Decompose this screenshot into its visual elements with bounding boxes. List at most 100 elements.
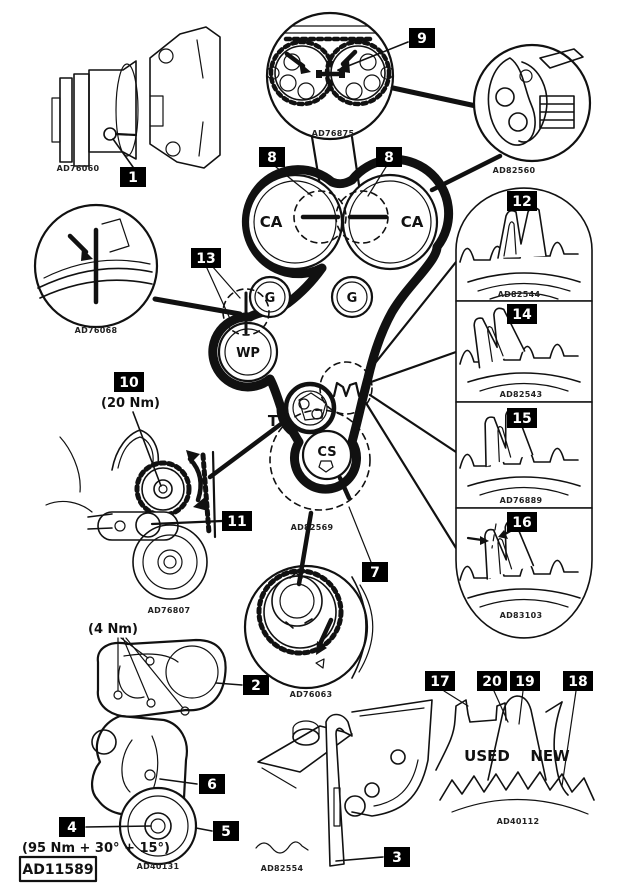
- callout-3: 3: [384, 847, 410, 867]
- locking-tool-inset: AD82560: [429, 43, 592, 193]
- belt-segment: [200, 452, 212, 536]
- torque-cover: (4 Nm): [88, 622, 138, 637]
- code-mark-inset: AD76068: [75, 326, 118, 335]
- callout-1: 1: [120, 167, 146, 187]
- svg-text:5: 5: [221, 824, 231, 840]
- label-wp: WP: [236, 346, 260, 361]
- callout-20: 20: [477, 671, 507, 691]
- new-tooth-profile: [487, 695, 547, 781]
- svg-text:18: 18: [568, 674, 587, 690]
- code-tensioner: AD76807: [148, 606, 191, 615]
- code-assembly: AD76060: [57, 164, 100, 173]
- svg-text:10: 10: [119, 375, 139, 391]
- guide-pulley-right: [330, 275, 374, 319]
- callout-19: 19: [510, 671, 540, 691]
- svg-text:3: 3: [392, 850, 402, 866]
- upper-timing-cover: [96, 638, 227, 718]
- wear-gap-arrow-left-icon: [466, 536, 489, 545]
- camshaft-timing-marks-inset: AD76875 9: [265, 11, 479, 194]
- label-g-left: G: [265, 291, 276, 306]
- used-belt-profile: [435, 699, 497, 771]
- idler-pulley: [132, 524, 208, 600]
- svg-text:11: 11: [227, 514, 246, 530]
- callout-18: 18: [563, 671, 593, 691]
- mark-arrow-icon: [67, 233, 93, 261]
- svg-text:17: 17: [430, 674, 449, 690]
- svg-text:6: 6: [207, 777, 217, 793]
- callout-13: 13: [191, 248, 221, 268]
- callout-17: 17: [425, 671, 455, 691]
- callout-2: 2: [243, 675, 269, 695]
- label-ca-left: CA: [260, 213, 283, 231]
- svg-text:12: 12: [512, 194, 531, 210]
- callout-15: 15: [507, 408, 537, 428]
- svg-text:1: 1: [128, 170, 138, 186]
- tensioner-adjustment-detail: 10 (20 Nm) 11 AD76807: [45, 372, 288, 615]
- code-p16: AD83103: [500, 611, 543, 620]
- code-crank-pulley: AD40131: [137, 862, 180, 871]
- label-cs: CS: [317, 445, 336, 460]
- left-timing-mark: [316, 70, 322, 78]
- label-used: USED: [464, 747, 510, 765]
- svg-text:7: 7: [370, 565, 380, 581]
- code-tool-inset: AD82560: [493, 166, 536, 175]
- belt-wear-comparison-detail: USED NEW 17 20 19 18 AD40112: [425, 671, 595, 826]
- belt-routing-diagram: CA CA G G WP T CS: [191, 147, 458, 582]
- crankshaft-highlight-circle: [269, 409, 371, 511]
- callout-10: 10: [114, 372, 144, 392]
- svg-text:16: 16: [512, 515, 531, 531]
- svg-text:19: 19: [515, 674, 534, 690]
- svg-text:13: 13: [196, 251, 215, 267]
- svg-text:8: 8: [384, 150, 394, 166]
- gear-teeth: [439, 771, 595, 801]
- callout-16: 16: [507, 512, 537, 532]
- sliver-tooth: [495, 702, 507, 721]
- callout-4: 4: [59, 817, 85, 837]
- crankshaft-sprocket-inset: AD76063: [243, 510, 374, 699]
- code-bracket: AD82554: [261, 864, 304, 873]
- label-new: NEW: [530, 747, 570, 765]
- water-pump-pulley: [217, 321, 279, 383]
- mount-body: [351, 699, 433, 817]
- svg-text:14: 14: [512, 307, 532, 323]
- panel-15: 15 AD76889: [455, 401, 593, 509]
- label-t: T: [268, 412, 279, 430]
- rotate-arrow-icon: [186, 450, 208, 511]
- pulley-assembly-detail: AD76060 1: [51, 26, 221, 187]
- code-p12: AD82544: [498, 290, 541, 299]
- figure-id-box: AD11589: [18, 855, 98, 883]
- svg-text:15: 15: [512, 411, 531, 427]
- panel-14: 14 AD82543: [455, 300, 593, 403]
- crank-mark-arrow-icon: [315, 617, 334, 669]
- code-crank-inset: AD76063: [290, 690, 333, 699]
- code-p14: AD82543: [500, 390, 543, 399]
- callout-9: 9: [409, 28, 435, 48]
- left-arrow-icon: [284, 51, 311, 74]
- panel-12: 12 AD82544: [455, 187, 593, 302]
- label-g-right: G: [347, 291, 358, 306]
- mount-strap: [325, 713, 353, 867]
- timing-belt: [208, 154, 454, 494]
- callout-11: 11: [222, 511, 252, 531]
- tooth-engagement-panels: 12 AD82544 14 AD82543: [455, 187, 593, 639]
- svg-text:8: 8: [267, 150, 277, 166]
- code-routing: AD82569: [291, 523, 334, 532]
- svg-text:20: 20: [482, 674, 502, 690]
- timing-covers-detail: (4 Nm) 2 6 4 5 (95 Nm +: [22, 622, 269, 871]
- engine-mount-bracket-detail: 3 AD82554: [255, 699, 433, 873]
- tooth-engagement-circle: [319, 361, 373, 415]
- code-cam-inset: AD76875: [312, 129, 355, 138]
- torque-tensioner: (20 Nm): [101, 396, 160, 411]
- svg-text:4: 4: [67, 820, 77, 836]
- callout-12: 12: [507, 191, 537, 211]
- label-ca-right: CA: [401, 213, 424, 231]
- callout-14: 14: [507, 304, 537, 324]
- callout-7: 7: [362, 562, 388, 582]
- belt-mark-alignment-inset: AD76068: [33, 203, 243, 335]
- guide-pulley-left: [248, 275, 292, 319]
- svg-text:9: 9: [417, 31, 427, 47]
- callout-8-left: 8: [259, 147, 285, 167]
- callout-6: 6: [199, 774, 225, 794]
